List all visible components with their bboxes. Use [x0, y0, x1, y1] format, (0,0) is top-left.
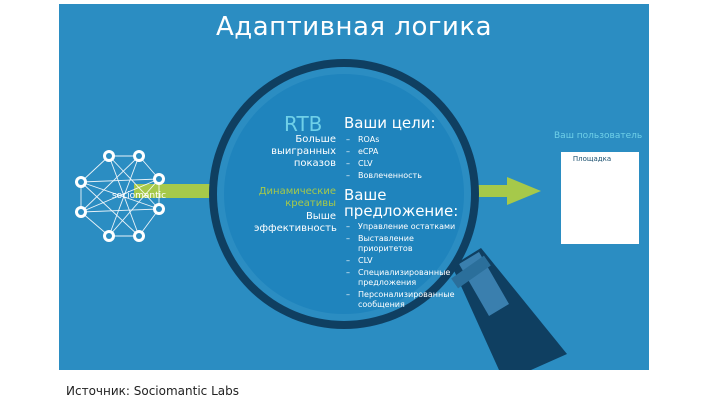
logo-text: sociomantic	[111, 191, 167, 201]
magnifier-handle	[451, 248, 567, 370]
offer-item: Управление остатками	[346, 222, 466, 232]
offer-list: Управление остатками Выставление приорит…	[346, 222, 466, 312]
offer-item: Специализированные предложения	[346, 268, 466, 288]
goals-title: Ваши цели:	[344, 114, 436, 132]
goal-item: Вовлеченность	[346, 171, 436, 181]
offer-item: Выставление приоритетов	[346, 234, 466, 254]
user-label: Ваш пользователь	[554, 131, 643, 141]
lens-glass	[224, 74, 464, 314]
goal-item: CLV	[346, 159, 436, 169]
page-label: Площадка	[572, 155, 612, 163]
goal-item: ROAs	[346, 135, 436, 145]
offer-item: CLV	[346, 256, 466, 266]
rtb-heading: RTB	[284, 112, 323, 136]
dynamic-heading: Динамические креативы	[258, 186, 336, 209]
network-logo: sociomantic	[99, 191, 179, 201]
slide: Адаптивная логика sociomantic RTB Больше…	[59, 4, 649, 370]
right-arrow	[469, 177, 541, 205]
dynamic-text: Выше эффективность	[254, 211, 337, 234]
goal-item: eCPA	[346, 147, 436, 157]
left-arrow	[134, 184, 231, 198]
source-caption: Источник: Sociomantic Labs	[66, 384, 239, 398]
offer-item: Персонализированные сообщения	[346, 290, 466, 310]
rtb-text: Больше выигранных показов	[271, 134, 336, 169]
slide-title: Адаптивная логика	[215, 12, 493, 42]
offer-title: Ваше предложение:	[344, 186, 459, 220]
page-mockup: Площадка	[561, 152, 639, 244]
goals-list: ROAs eCPA CLV Вовлеченность	[346, 135, 436, 183]
